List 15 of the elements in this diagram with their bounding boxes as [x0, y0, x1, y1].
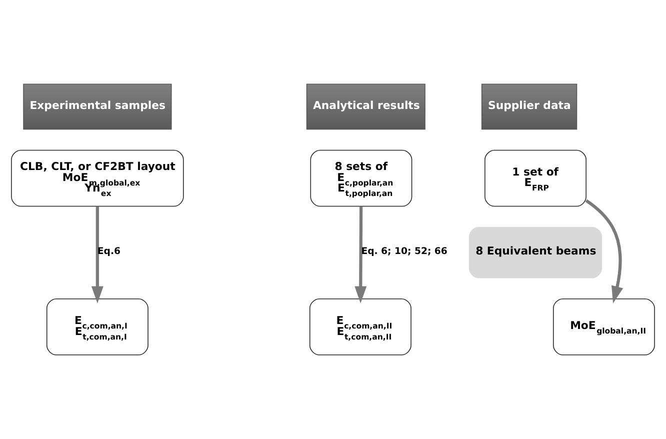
arrow — [91, 206, 104, 304]
node-box: E$_{c,com,an,II}$ E$_{t,com,an,II}$ — [309, 298, 412, 356]
arrow — [585, 199, 624, 304]
node-box: 1 set of E$_{FRP}$ — [484, 150, 586, 207]
edge-label: Eq. 6; 10; 52; 66 — [361, 246, 448, 258]
arrow — [354, 206, 367, 304]
node-box: 8 sets of E$_{c,poplar,an}$ E$_{t,poplar,an}$ — [310, 150, 412, 207]
node-box: Analytical results — [306, 84, 426, 130]
node-box: 8 Equivalent beams — [468, 226, 602, 278]
node-box: Experimental samples — [23, 84, 172, 130]
edge-label: Eq.6 — [97, 246, 121, 258]
node-box: CLB, CLT, or CF2BT layout MoE$_{m,global,ex}$ Yn$_{ex}$ — [11, 150, 184, 207]
node-box: Supplier data — [481, 84, 578, 130]
node-box: E$_{c,com,an,I}$ E$_{t,com,an,I}$ — [46, 298, 148, 356]
node-box: MoE$_{global,an,II}$ — [553, 298, 655, 356]
